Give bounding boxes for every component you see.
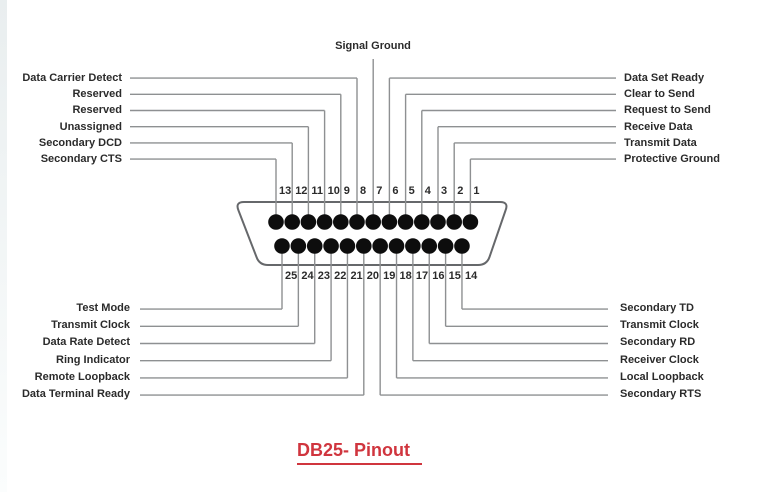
pin-number-6: 6 [392,185,398,197]
pin-number-18: 18 [400,270,412,282]
pin-label: Transmit Data [624,136,697,149]
pin-label: Secondary RD [620,336,696,349]
connector-body [236,201,508,266]
pin-label: Data Terminal Ready [21,387,130,400]
pin-4 [414,214,430,230]
labels-top-left: Data Carrier Detect Reserved Reserved Un… [0,70,122,167]
pin-label: Data Rate Detect [42,336,130,349]
pin-number-14: 14 [465,270,478,282]
pin-number-7: 7 [376,185,382,197]
pin-18 [388,238,405,254]
pin-number-19: 19 [383,270,395,282]
pin-11 [300,214,317,230]
pin-label: Transmit Clock [620,319,699,332]
pin-label: Test Mode [76,302,130,314]
pin-label: Request to Send [624,104,711,117]
pin-label: Clear to Send [624,88,695,101]
pin-label: Reserved [72,88,122,101]
pin-label-signal-ground: Signal Ground [335,40,411,52]
pin-label: Ring Indicator [56,353,130,366]
pin-label: Secondary TD [620,302,694,314]
page-edge-shadow [0,0,7,492]
pin-number-13: 13 [279,185,291,197]
pin-19 [372,238,388,254]
pin-6 [381,214,398,230]
pin-23 [306,238,323,254]
pin-15 [437,238,454,254]
labels-top-right: Data Set Ready Clear to Send Request to … [624,70,768,167]
pin-5 [397,214,414,230]
pin-13 [268,214,284,230]
pin-number-5: 5 [409,185,415,197]
pin-label: Local Loopback [620,370,704,383]
pin-7 [365,214,382,230]
pin-number-10: 10 [328,185,340,197]
pin-number-11: 11 [311,185,323,197]
pin-number-24: 24 [301,270,314,282]
pin-label: Secondary RTS [620,387,702,400]
pin-12 [284,214,301,230]
pin-number-17: 17 [416,270,428,282]
pin-number-1: 1 [473,185,479,197]
pin-3 [430,214,446,230]
pin-label: Reserved [72,104,122,117]
pin-label: Unassigned [59,120,122,133]
pin-label: Secondary DCD [38,136,122,149]
pin-number-9: 9 [344,185,350,197]
pin-number-23: 23 [318,270,330,282]
labels-bottom-left: Test Mode Transmit Clock Data Rate Detec… [0,300,130,403]
pin-label: Transmit Clock [51,319,130,332]
pin-number-8: 8 [360,185,366,197]
pin-14 [454,238,470,254]
pin-10 [316,214,333,230]
pin-16 [421,238,438,254]
pin-8 [349,214,365,230]
pin-label: Data Carrier Detect [22,72,122,84]
pin-label: Receive Data [624,120,693,133]
pin-22 [323,238,339,254]
pin-number-20: 20 [367,270,379,282]
pin-number-2: 2 [457,185,463,197]
pin-number-21: 21 [350,270,362,282]
pin-label: Receiver Clock [620,353,699,366]
pin-24 [290,238,307,254]
labels-bottom-right: Secondary TD Transmit Clock Secondary RD… [620,300,768,403]
pin-label: Protective Ground [624,152,720,165]
pin-number-16: 16 [432,270,444,282]
pin-number-25: 25 [285,270,297,282]
pin-17 [405,238,421,254]
pin-number-4: 4 [425,185,432,197]
pin-number-22: 22 [334,270,346,282]
pin-1 [462,214,479,230]
pin-label: Secondary CTS [40,152,122,165]
pin-label: Data Set Ready [624,72,705,84]
pin-9 [333,214,349,230]
pin-20 [356,238,372,254]
pin-label: Remote Loopback [34,370,130,383]
pin-number-15: 15 [449,270,461,282]
pin-number-3: 3 [441,185,447,197]
pin-25 [274,238,290,254]
diagram-title: DB25- Pinout [297,440,423,465]
pin-number-12: 12 [295,185,307,197]
pin-2 [446,214,463,230]
pin-21 [339,238,356,254]
